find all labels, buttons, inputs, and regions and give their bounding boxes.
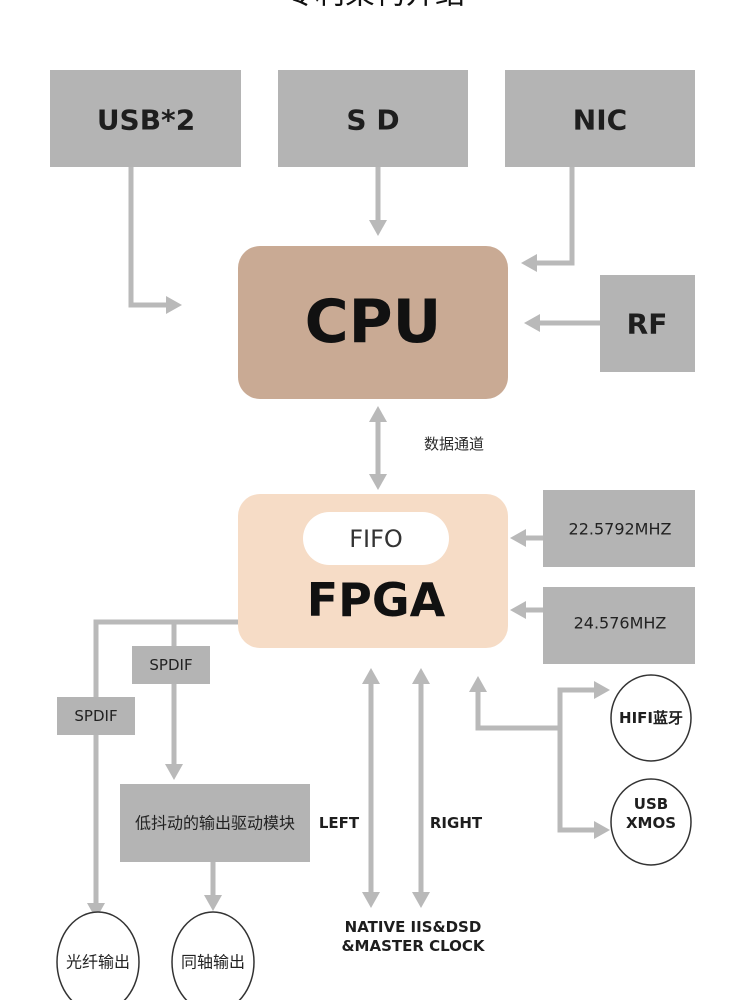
data-channel-label: 数据通道 [424, 435, 484, 453]
usb-xmos: USB XMOS [610, 778, 692, 866]
fifo-pill [303, 512, 449, 565]
hifi-bluetooth: HIFI蓝牙 [610, 674, 692, 762]
sd-box: S D [278, 70, 468, 167]
spdif-box-1: SPDIF [132, 646, 210, 684]
cpu-block: CPU [238, 246, 508, 399]
coaxial-output: 同轴输出 [171, 911, 255, 1000]
rf-box: RF [600, 275, 695, 372]
clock-box-1: 22.5792MHZ [543, 490, 695, 567]
fifo-label: FIFO [349, 525, 403, 553]
spdif-label-2: SPDIF [74, 707, 117, 725]
left-right-arrows [362, 668, 430, 908]
spdif-box-2: SPDIF [57, 697, 135, 735]
usb-xmos-label-2: XMOS [626, 814, 676, 832]
clock-box-2: 24.576MHZ [543, 587, 695, 664]
sd-label: S D [346, 104, 399, 137]
rf-label: RF [627, 308, 668, 341]
diagram-title: 专利架构介绍 [285, 0, 465, 12]
left-channel-label: LEFT [319, 814, 360, 832]
native-label-line2: &MASTER CLOCK [341, 937, 485, 955]
input-arrows [128, 167, 600, 332]
optical-output-label: 光纤输出 [66, 953, 130, 972]
right-channel-label: RIGHT [430, 814, 483, 832]
native-label-line1: NATIVE IIS&DSD [345, 918, 482, 936]
data-channel-arrow [369, 406, 387, 490]
peripheral-paths [469, 676, 610, 839]
usb-label: USB*2 [97, 104, 195, 137]
usb-xmos-label-1: USB [634, 795, 668, 813]
clock-arrows [510, 529, 543, 619]
optical-output: 光纤输出 [56, 911, 140, 1000]
driver-module-label: 低抖动的输出驱动模块 [135, 814, 295, 833]
driver-module-box: 低抖动的输出驱动模块 [120, 784, 310, 862]
usb-box: USB*2 [50, 70, 241, 167]
hifi-bluetooth-label: HIFI蓝牙 [619, 709, 683, 727]
fpga-label: FPGA [307, 573, 446, 627]
clock-label-2: 24.576MHZ [574, 614, 667, 633]
fpga-block: FIFO FPGA [238, 494, 508, 648]
nic-label: NIC [573, 104, 627, 137]
nic-box: NIC [505, 70, 695, 167]
coaxial-output-label: 同轴输出 [181, 953, 245, 972]
clock-label-1: 22.5792MHZ [569, 520, 672, 539]
cpu-label: CPU [305, 287, 442, 357]
spdif-label-1: SPDIF [149, 656, 192, 674]
